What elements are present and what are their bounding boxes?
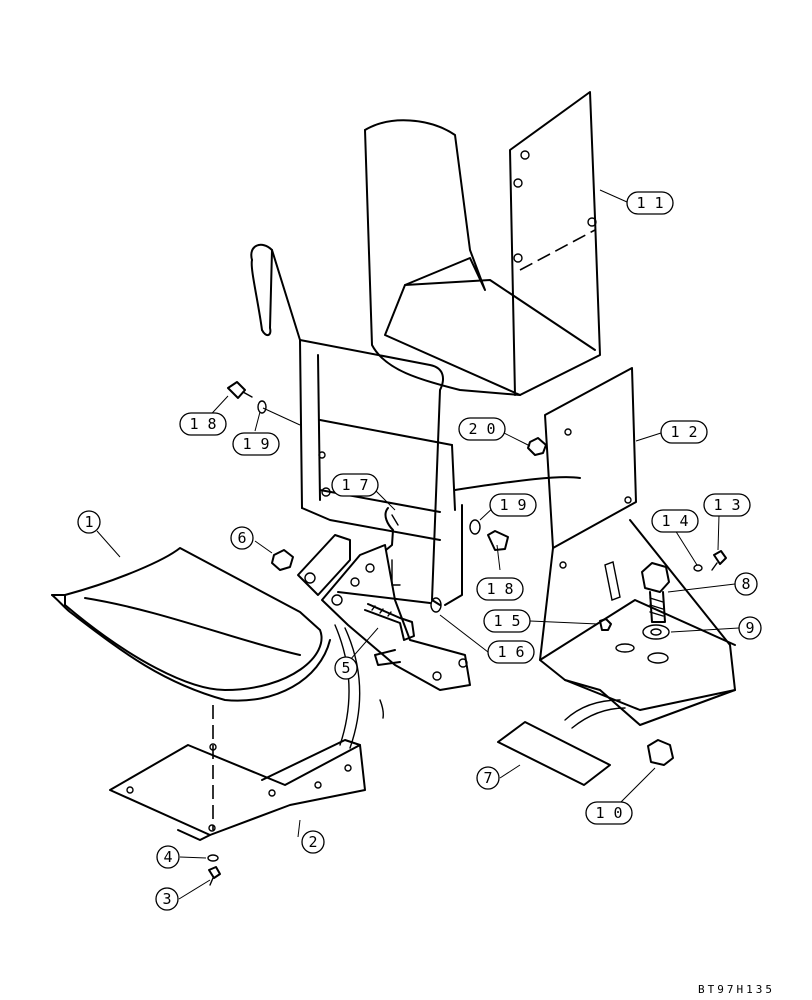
seat-pivot-brackets: [297, 534, 471, 691]
svg-text:1 9: 1 9: [499, 496, 526, 514]
svg-text:5: 5: [341, 659, 350, 677]
callout-3: 3: [155, 887, 179, 911]
svg-text:1 5: 1 5: [493, 612, 520, 630]
slide-rail-paths: [212, 624, 626, 830]
callout-20: 2 0: [458, 417, 506, 441]
callout-15: 1 5: [483, 609, 531, 633]
callout-9: 9: [738, 616, 762, 640]
svg-text:1 4: 1 4: [661, 512, 688, 530]
callout-19-upper: 1 9: [232, 432, 280, 456]
callout-18-upper: 1 8: [179, 412, 227, 436]
decal-part-7: [497, 721, 611, 786]
callout-19-lower: 1 9: [489, 493, 537, 517]
svg-text:1 9: 1 9: [242, 435, 269, 453]
callout-11: 1 1: [626, 191, 674, 215]
svg-text:1 0: 1 0: [595, 804, 622, 822]
callout-18-lower: 1 8: [476, 577, 524, 601]
svg-text:7: 7: [483, 769, 492, 787]
svg-text:2 0: 2 0: [468, 420, 495, 438]
upper-shield-part-11: [364, 91, 601, 396]
svg-text:9: 9: [745, 619, 754, 637]
svg-text:1 3: 1 3: [713, 496, 740, 514]
seat-cushion-part-1: [51, 547, 331, 702]
callout-6: 6: [230, 526, 254, 550]
callout-10: 1 0: [585, 801, 633, 825]
svg-text:1 8: 1 8: [486, 580, 513, 598]
callout-5: 5: [334, 656, 358, 680]
svg-text:2: 2: [308, 833, 317, 851]
hardware-fasteners: [207, 381, 727, 886]
svg-text:1: 1: [84, 513, 93, 531]
callout-13: 1 3: [703, 493, 751, 517]
svg-text:6: 6: [237, 529, 246, 547]
svg-text:1 8: 1 8: [189, 415, 216, 433]
callout-16: 1 6: [487, 640, 535, 664]
callout-17: 1 7: [331, 473, 379, 497]
callout-8: 8: [734, 572, 758, 596]
svg-text:3: 3: [162, 890, 171, 908]
svg-text:1 6: 1 6: [497, 643, 524, 661]
seat-mount-plate-part-2: [109, 739, 366, 841]
callout-1: 1: [77, 510, 101, 534]
callout-2: 2: [301, 830, 325, 854]
callout-4: 4: [156, 845, 180, 869]
svg-text:1 1: 1 1: [636, 194, 663, 212]
svg-text:8: 8: [741, 575, 750, 593]
callout-12: 1 2: [660, 420, 708, 444]
leader-lines: [96, 189, 740, 900]
callout-7: 7: [476, 766, 500, 790]
callout-14: 1 4: [651, 509, 699, 533]
drawing-reference-code: BT97H135: [698, 983, 775, 996]
svg-text:1 7: 1 7: [341, 476, 368, 494]
svg-text:4: 4: [163, 848, 172, 866]
seat-frame-with-handle: [250, 243, 463, 606]
svg-text:1 2: 1 2: [670, 423, 697, 441]
